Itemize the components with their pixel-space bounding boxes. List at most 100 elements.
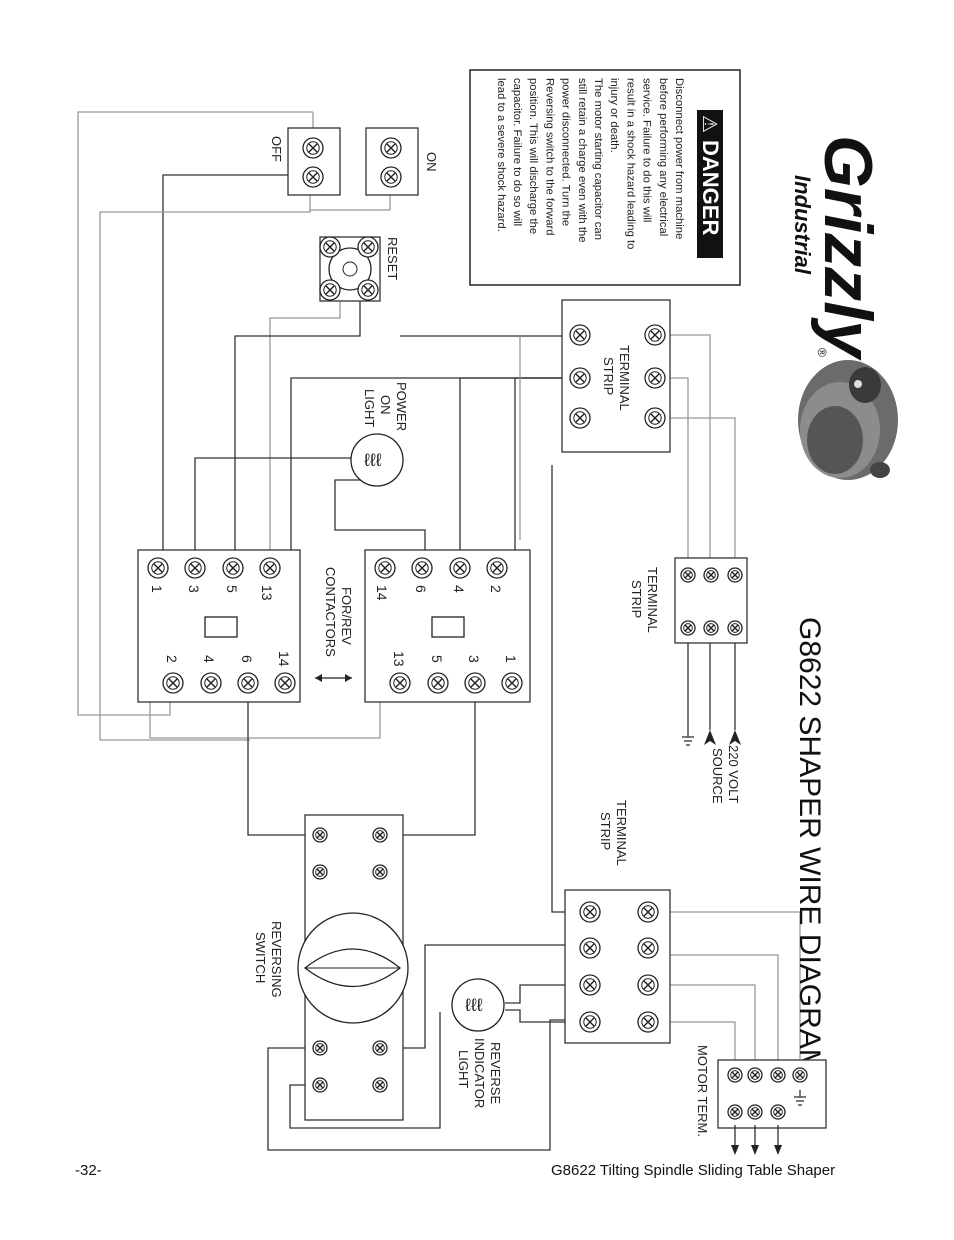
screw-icon (319, 236, 341, 258)
on-switch (365, 127, 419, 196)
terminal-strip-upper (561, 299, 671, 453)
screw-icon (372, 1077, 388, 1093)
screw-icon (380, 166, 402, 188)
danger-heading: DANGER (698, 140, 723, 235)
terminal-number: 3 (186, 585, 202, 593)
screw-icon (389, 672, 411, 694)
arrow-icon (731, 1145, 739, 1155)
screw-icon (703, 620, 719, 636)
terminal-number: 5 (429, 655, 445, 663)
screw-icon (727, 1067, 743, 1083)
screw-icon (747, 1104, 763, 1120)
screw-icon (680, 567, 696, 583)
danger-line: position. This will discharge the (527, 78, 539, 234)
screw-icon (237, 672, 259, 694)
reversing-switch (297, 814, 409, 1121)
screw-icon (162, 672, 184, 694)
terminal-number: 2 (488, 585, 504, 593)
screw-icon (579, 901, 601, 923)
screw-icon (427, 672, 449, 694)
screw-icon (579, 974, 601, 996)
screw-icon (464, 672, 486, 694)
terminal-number: 13 (259, 585, 275, 601)
arrow-icon (704, 730, 716, 745)
label-line: LIGHT (456, 1050, 471, 1088)
screw-icon (703, 567, 719, 583)
diagram-title: G8622 SHAPER WIRE DIAGRAM (793, 617, 826, 1074)
screw-icon (312, 827, 328, 843)
reset-button (319, 236, 381, 302)
terminal-number: 4 (451, 585, 467, 593)
svg-text:ℓℓℓ: ℓℓℓ (465, 995, 483, 1015)
screw-icon (411, 557, 433, 579)
label-line: LIGHT (362, 389, 377, 427)
screw-icon (644, 367, 666, 389)
screw-icon (644, 324, 666, 346)
danger-line: power disconnected. Turn the (560, 78, 572, 226)
terminal-number: 14 (374, 585, 390, 601)
screw-icon (569, 324, 591, 346)
danger-line: Reversing switch to the forward (543, 78, 555, 236)
document-title: G8622 Tilting Spindle Sliding Table Shap… (551, 1162, 836, 1179)
contactors-label: FOR/REV CONTACTORS (323, 567, 354, 657)
screw-icon (222, 557, 244, 579)
label-line: REVERSING (269, 921, 284, 998)
terminal-strip-lower-label: TERMINAL STRIP (598, 800, 629, 866)
label-line: SOURCE (710, 748, 725, 804)
arrow-icon (774, 1145, 782, 1155)
contactor-right: 14 6 4 2 13 5 3 1 (364, 549, 531, 703)
brand-name: Grizzly (810, 135, 886, 361)
screw-icon (644, 407, 666, 429)
source-label: 220 VOLT SOURCE (710, 745, 741, 804)
label-line: STRIP (629, 580, 644, 618)
terminal-number: 1 (149, 585, 165, 593)
label-line: 220 VOLT (726, 745, 741, 803)
arrow-icon (729, 730, 741, 745)
source-leads (682, 730, 741, 746)
terminal-number: 6 (413, 585, 429, 593)
label-line: TERMINAL (617, 345, 632, 411)
screw-icon (579, 937, 601, 959)
terminal-strip-source-label: TERMINAL STRIP (629, 567, 660, 633)
double-arrow-icon (315, 674, 352, 682)
label-line: STRIP (601, 357, 616, 395)
screw-icon (302, 137, 324, 159)
screw-icon (569, 407, 591, 429)
terminal-number: 1 (503, 655, 519, 663)
brand-registered: ® (815, 348, 829, 357)
danger-body-text: Disconnect power from machine before perf… (495, 78, 685, 249)
danger-line: before performing any electrical (657, 78, 669, 236)
screw-icon (770, 1104, 786, 1120)
label-line: REVERSE (488, 1042, 503, 1104)
screw-icon (274, 672, 296, 694)
label-line: STRIP (598, 812, 613, 850)
screw-icon (747, 1067, 763, 1083)
screw-icon (501, 672, 523, 694)
screw-icon (312, 1040, 328, 1056)
power-on-light-icon: ℓℓℓ (350, 433, 404, 487)
screw-icon (319, 279, 341, 301)
danger-line: lead to a severe shock hazard. (495, 78, 507, 232)
terminal-number: 14 (276, 651, 292, 667)
off-label: OFF (269, 136, 284, 162)
terminal-number: 13 (391, 651, 407, 667)
danger-line: The motor starting capacitor can (592, 78, 604, 240)
terminal-number: 6 (239, 655, 255, 663)
label-line: INDICATOR (472, 1038, 487, 1108)
danger-line: Disconnect power from machine (673, 78, 685, 239)
danger-line: still retain a charge even with the (576, 78, 588, 243)
screw-icon (372, 827, 388, 843)
screw-icon (372, 864, 388, 880)
screw-icon (637, 937, 659, 959)
off-switch (287, 127, 341, 196)
motor-terminal (717, 1059, 827, 1155)
terminal-number: 4 (201, 655, 217, 663)
bear-mascot-icon (798, 360, 898, 480)
screw-icon (312, 864, 328, 880)
screw-icon (372, 1040, 388, 1056)
screw-icon (792, 1067, 808, 1083)
screw-icon (147, 557, 169, 579)
danger-line: service. Failure to do this will (641, 78, 653, 222)
